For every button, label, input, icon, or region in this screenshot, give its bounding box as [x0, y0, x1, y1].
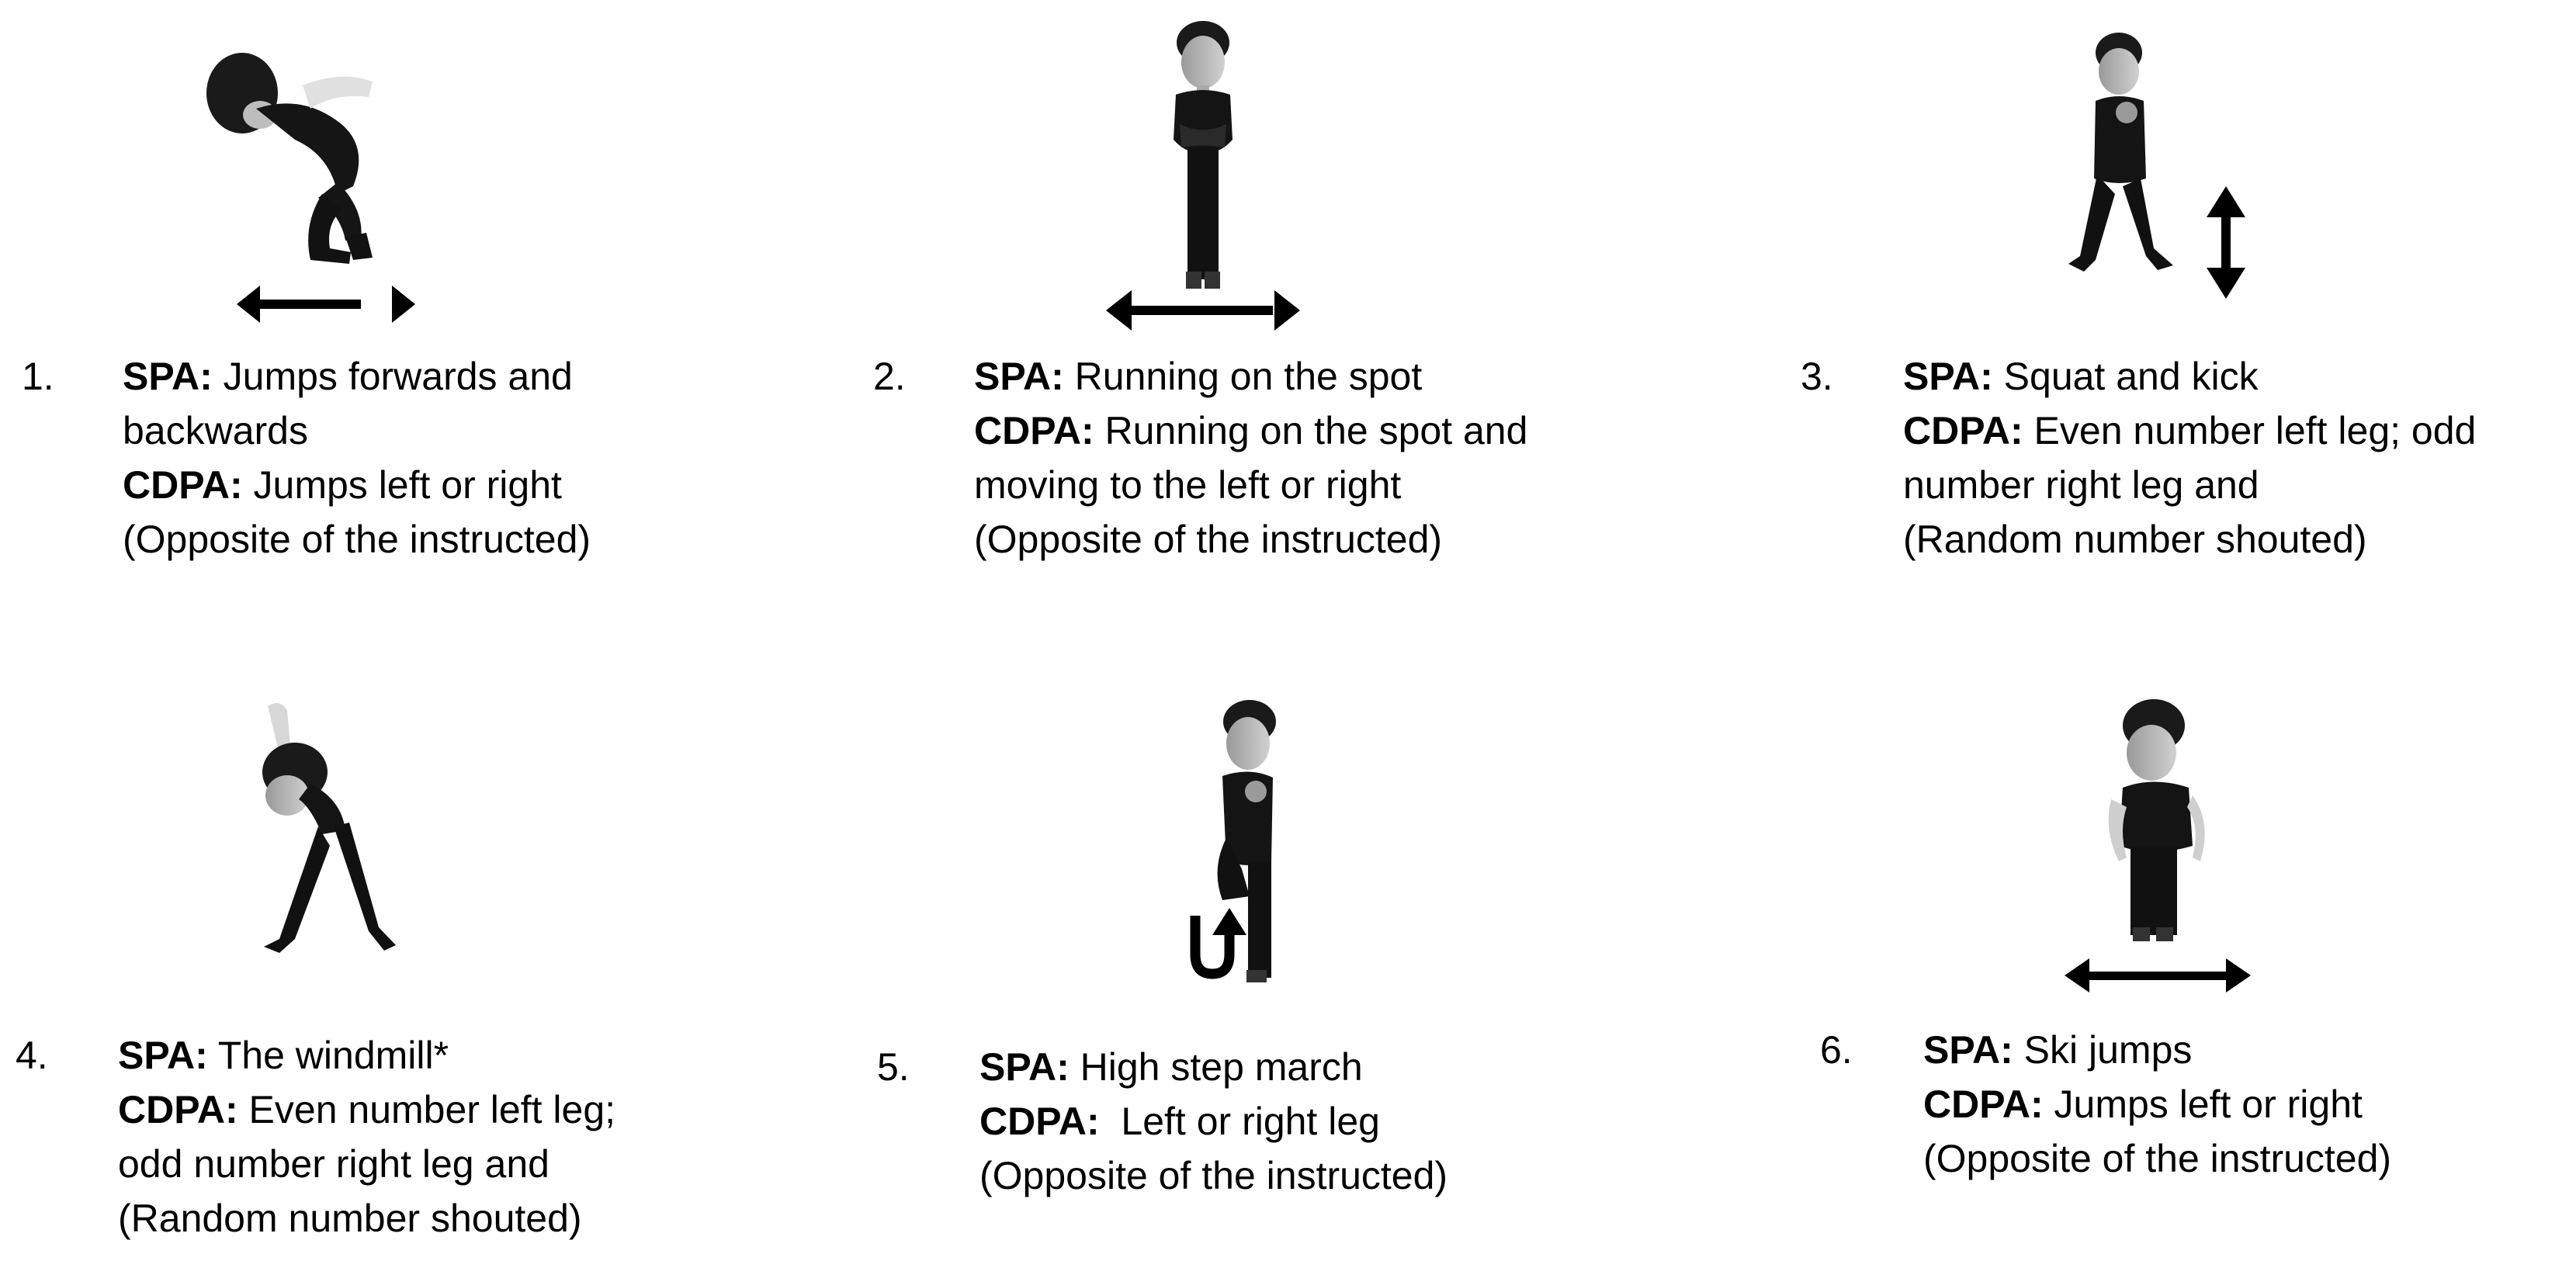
note-text: (Opposite of the instructed): [974, 518, 1443, 561]
avatar-running-on-spot: [1174, 21, 1233, 289]
exercise-number: 6.: [1820, 1028, 1853, 1072]
cdpa-text-cont: number right leg and: [1903, 463, 2259, 507]
exercise-2-figure: [1102, 8, 1304, 334]
spa-label: SPA:: [1903, 355, 1993, 398]
spa-label: SPA:: [979, 1045, 1070, 1089]
horizontal-double-arrow-icon: [237, 286, 415, 323]
spa-label: SPA:: [974, 355, 1064, 398]
avatar-ski-jumps: [2108, 699, 2205, 941]
spa-text: Jumps forwards and: [223, 355, 573, 398]
note-text: (Opposite of the instructed): [979, 1154, 1448, 1197]
spa-text: Squat and kick: [2003, 355, 2259, 398]
note-text: (Random number shouted): [1903, 518, 2367, 561]
cdpa-text-cont: odd number right leg and: [118, 1142, 550, 1186]
curved-up-arrow-icon: [1190, 908, 1246, 979]
cdpa-text: Jumps left or right: [253, 463, 562, 507]
cdpa-label: CDPA:: [1903, 409, 2023, 452]
cdpa-label: CDPA:: [974, 409, 1094, 452]
note-text: (Opposite of the instructed): [1923, 1137, 2392, 1180]
cdpa-label: CDPA:: [1923, 1083, 2044, 1126]
vertical-double-arrow-icon: [2207, 186, 2245, 299]
cdpa-text-cont: moving to the left or right: [974, 463, 1402, 507]
cdpa-text: Left or right leg: [1110, 1100, 1380, 1143]
avatar-squat-and-kick: [2068, 33, 2173, 272]
exercise-number: 3.: [1801, 355, 1833, 398]
note-text: (Opposite of the instructed): [123, 518, 591, 561]
exercise-number: 4.: [16, 1034, 48, 1077]
exercise-4-figure: [233, 698, 419, 962]
spa-text-cont: backwards: [123, 409, 308, 452]
cdpa-label: CDPA:: [123, 463, 243, 507]
spa-label: SPA:: [123, 355, 213, 398]
note-text: (Random number shouted): [118, 1197, 582, 1240]
spa-text: Ski jumps: [2023, 1028, 2193, 1072]
spa-text: High step march: [1080, 1045, 1363, 1089]
cdpa-text: Running on the spot and: [1104, 409, 1528, 452]
spa-label: SPA:: [118, 1034, 208, 1077]
exercise-6-caption: SPA: Ski jumps CDPA: Jumps left or right…: [1923, 1023, 2391, 1186]
exercise-4-caption: SPA: The windmill* CDPA: Even number lef…: [118, 1028, 615, 1245]
spa-label: SPA:: [1923, 1028, 2013, 1072]
cdpa-label: CDPA:: [979, 1100, 1100, 1143]
exercise-2-caption: SPA: Running on the spot CDPA: Running o…: [974, 349, 1527, 566]
avatar-jumping-forward: [206, 53, 373, 264]
horizontal-double-arrow-icon: [2065, 958, 2251, 993]
exercise-number: 1.: [22, 355, 54, 398]
exercise-number: 5.: [877, 1045, 910, 1089]
exercise-1-caption: SPA: Jumps forwards and backwards CDPA: …: [123, 349, 591, 566]
cdpa-text: Jumps left or right: [2054, 1083, 2363, 1126]
avatar-high-step-march: [1217, 700, 1276, 982]
exercise-5-figure: [1164, 683, 1319, 993]
horizontal-double-arrow-icon: [1106, 290, 1300, 331]
avatar-windmill: [262, 703, 396, 953]
exercise-6-figure: [2057, 691, 2259, 1001]
exercise-5-caption: SPA: High step march CDPA: Left or right…: [979, 1040, 1447, 1203]
cdpa-text: Even number left leg; odd: [2033, 409, 2477, 452]
spa-text: Running on the spot: [1074, 355, 1423, 398]
spa-text: The windmill*: [217, 1034, 449, 1077]
exercise-3-figure: [2049, 23, 2251, 310]
exercise-number: 2.: [873, 355, 906, 398]
cdpa-label: CDPA:: [118, 1088, 238, 1131]
exercise-3-caption: SPA: Squat and kick CDPA: Even number le…: [1903, 349, 2476, 566]
cdpa-text: Even number left leg;: [248, 1088, 616, 1131]
exercise-1-figure: [186, 39, 442, 334]
